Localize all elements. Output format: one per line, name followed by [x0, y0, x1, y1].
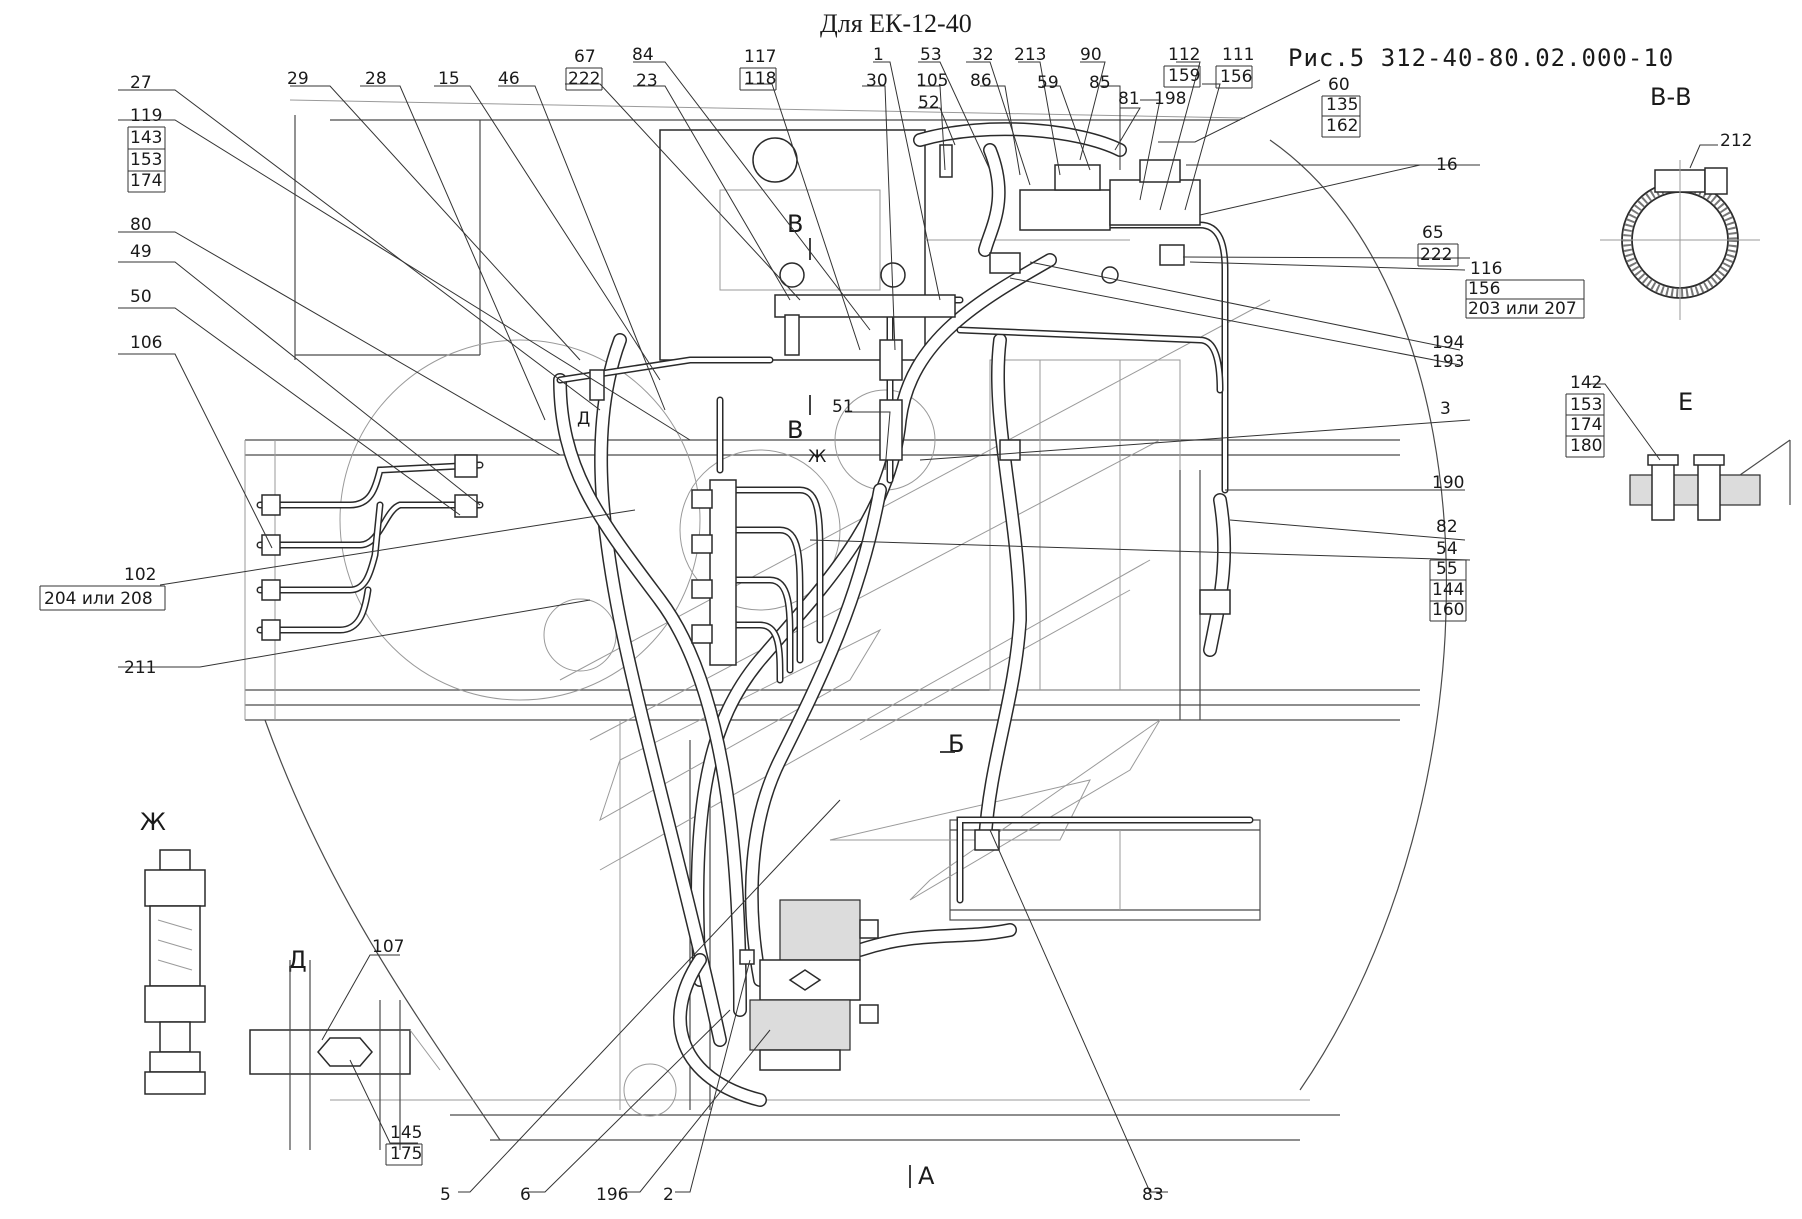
- view-marker-v-top: В: [787, 210, 803, 238]
- hoses: [553, 122, 1232, 1107]
- callout-32: 32: [972, 45, 994, 65]
- callout-142-c: 174: [1570, 415, 1602, 435]
- callout-116-a: 116: [1470, 259, 1502, 279]
- callout-106: 106: [130, 333, 162, 353]
- callout-84: 84: [632, 45, 654, 65]
- callout-54-d: 160: [1432, 600, 1464, 620]
- callout-105: 105: [916, 71, 948, 91]
- callout-86: 86: [970, 71, 992, 91]
- section-d-label: Д: [288, 946, 307, 974]
- callout-23: 23: [636, 71, 658, 91]
- callout-119-c: 153: [130, 150, 162, 170]
- callout-119-a: 119: [130, 106, 162, 126]
- callout-117-b: 118: [744, 69, 776, 89]
- callout-211: 211: [124, 658, 156, 678]
- callout-142-b: 153: [1570, 395, 1602, 415]
- callout-119-b: 143: [130, 128, 162, 148]
- callout-198: 198: [1154, 89, 1186, 109]
- callout-80: 80: [130, 215, 152, 235]
- callout-67-b: 222: [568, 69, 600, 89]
- callout-labels: 27 119 143 153 174 80 49 50 106 102 204 …: [39, 45, 1752, 1205]
- section-vv-label: В-В: [1650, 83, 1692, 111]
- callout-81: 81: [1118, 89, 1140, 109]
- callout-54-b: 55: [1436, 559, 1458, 579]
- callout-194: 194: [1432, 333, 1464, 353]
- section-vv: В-В: [1600, 83, 1760, 320]
- callout-145-a: 145: [390, 1123, 422, 1143]
- callout-49: 49: [130, 242, 152, 262]
- section-d: Д: [249, 946, 441, 1150]
- callout-67-a: 67: [574, 47, 596, 67]
- callout-53: 53: [920, 45, 942, 65]
- callout-112-a: 112: [1168, 45, 1200, 65]
- figure-reference: Рис.5 312-40-80.02.000-10: [1288, 44, 1674, 72]
- callout-15: 15: [438, 69, 460, 89]
- section-e: Е: [1629, 388, 1791, 521]
- callout-16: 16: [1436, 155, 1458, 175]
- view-markers: В В Ж Д Б А: [577, 210, 964, 1190]
- callout-51: 51: [832, 397, 854, 417]
- callout-116-c: 203 или 207: [1468, 299, 1577, 319]
- callout-6: 6: [520, 1185, 531, 1205]
- callout-142-d: 180: [1570, 436, 1602, 456]
- callout-60-c: 162: [1326, 116, 1358, 136]
- callout-60-b: 135: [1326, 95, 1358, 115]
- section-e-label: Е: [1678, 388, 1693, 416]
- callout-50: 50: [130, 287, 152, 307]
- callout-30: 30: [866, 71, 888, 91]
- callout-83: 83: [1142, 1185, 1164, 1205]
- callout-54-c: 144: [1432, 580, 1464, 600]
- section-zh: Ж: [140, 808, 206, 1095]
- callout-28: 28: [365, 69, 387, 89]
- callout-46: 46: [498, 69, 520, 89]
- callout-leaders: [118, 61, 1718, 1193]
- callout-102-a: 102: [124, 565, 156, 585]
- view-marker-zh: Ж: [808, 447, 826, 467]
- callout-119-d: 174: [130, 171, 162, 191]
- callout-213: 213: [1014, 45, 1046, 65]
- callout-196: 196: [596, 1185, 628, 1205]
- callout-65-b: 222: [1420, 245, 1452, 265]
- callout-193: 193: [1432, 352, 1464, 372]
- callout-145-b: 175: [390, 1144, 422, 1164]
- callout-29: 29: [287, 69, 309, 89]
- view-marker-b: Б: [948, 730, 964, 758]
- callout-60-a: 60: [1328, 75, 1350, 95]
- callout-59: 59: [1037, 73, 1059, 93]
- callout-27: 27: [130, 73, 152, 93]
- components: [261, 144, 1231, 1071]
- callout-82: 82: [1436, 517, 1458, 537]
- callout-190: 190: [1432, 473, 1464, 493]
- callout-116-b: 156: [1468, 279, 1500, 299]
- view-marker-a: А: [918, 1162, 935, 1190]
- callout-65-a: 65: [1422, 223, 1444, 243]
- drawing-title: Для ЕК-12-40: [820, 9, 972, 38]
- view-marker-d: Д: [577, 409, 590, 429]
- callout-85: 85: [1089, 73, 1111, 93]
- view-marker-v-bottom: В: [787, 416, 803, 444]
- callout-1: 1: [873, 45, 884, 65]
- callout-111-a: 111: [1222, 45, 1254, 65]
- callout-212: 212: [1720, 131, 1752, 151]
- callout-2: 2: [663, 1185, 674, 1205]
- callout-52: 52: [918, 93, 940, 113]
- callout-117-a: 117: [744, 47, 776, 67]
- section-zh-label: Ж: [140, 808, 166, 836]
- callout-142-a: 142: [1570, 373, 1602, 393]
- callout-3: 3: [1440, 399, 1451, 419]
- callout-102-b: 204 или 208: [44, 589, 153, 609]
- callout-111-b: 156: [1220, 67, 1252, 87]
- callout-54-a: 54: [1436, 539, 1458, 559]
- callout-107: 107: [372, 937, 404, 957]
- callout-5: 5: [440, 1185, 451, 1205]
- callout-90: 90: [1080, 45, 1102, 65]
- callout-112-b: 159: [1168, 66, 1200, 86]
